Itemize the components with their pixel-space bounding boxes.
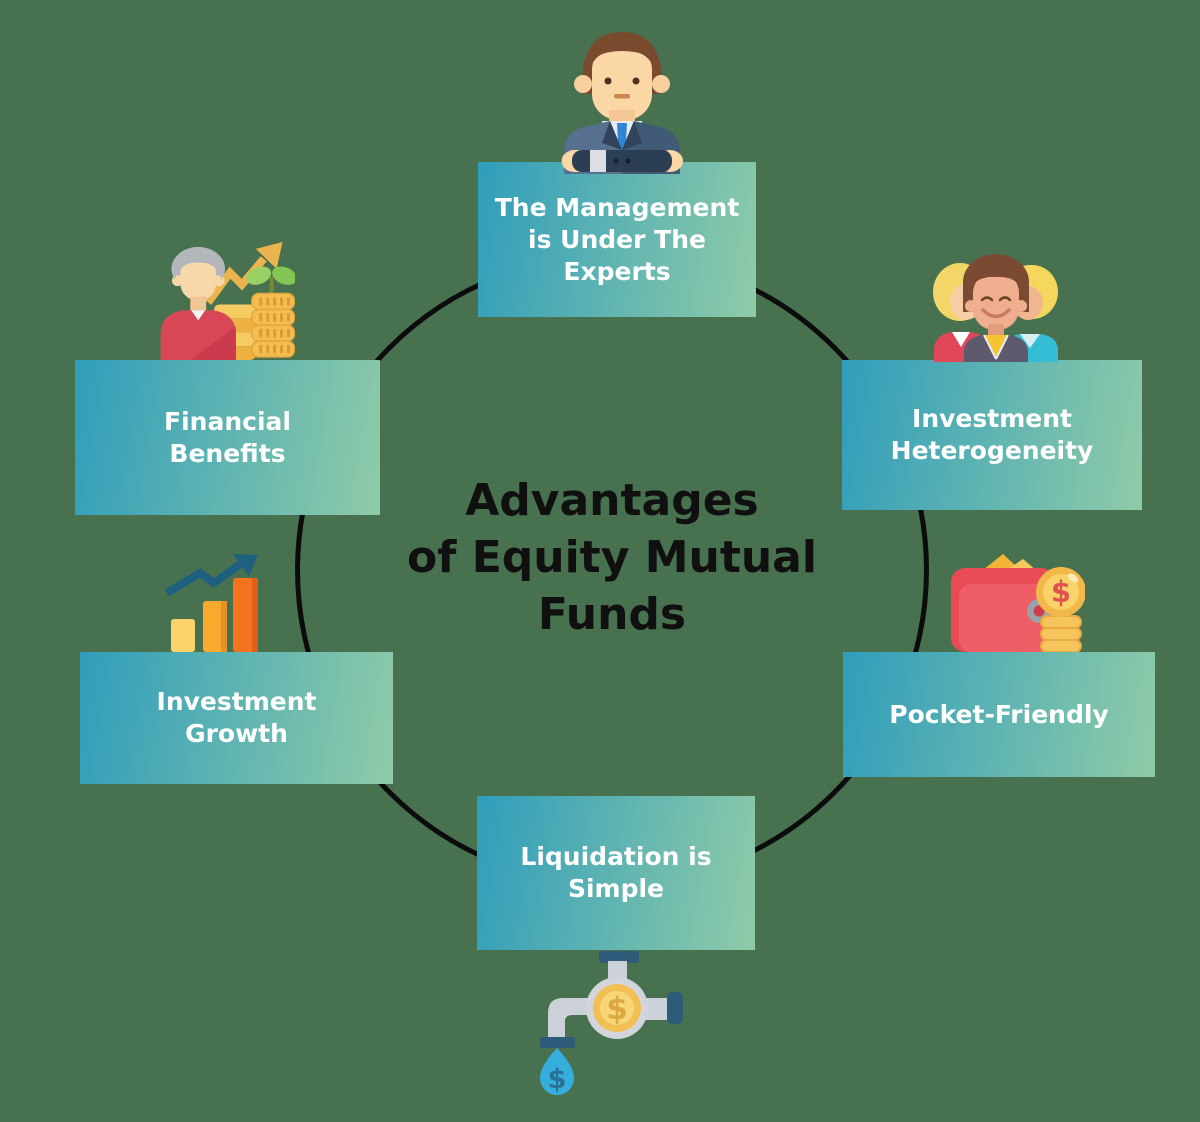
box-investment-heterogeneity-label: Investment Heterogeneity — [890, 404, 1094, 465]
box-financial-benefits: Financial Benefits — [75, 360, 380, 515]
box-pocket-friendly-label: Pocket-Friendly — [889, 699, 1109, 729]
box-management: The Management is Under The Experts — [478, 162, 756, 317]
money-faucet-icon: $ $ — [540, 951, 683, 1095]
main-title: Advantages of Equity Mutual Funds — [407, 475, 817, 641]
people-group-icon — [933, 254, 1058, 362]
faucet-coin-dollar: $ — [606, 991, 628, 1027]
box-liquidation: Liquidation is Simple — [477, 796, 755, 950]
box-management-label: The Management is Under The Experts — [494, 192, 740, 286]
box-investment-growth: Investment Growth — [80, 652, 393, 784]
businessman-icon — [561, 32, 683, 174]
bar-chart-growth-icon — [164, 554, 258, 652]
box-investment-heterogeneity: Investment Heterogeneity — [842, 360, 1142, 510]
box-financial-benefits-label: Financial Benefits — [164, 406, 291, 468]
box-pocket-friendly: Pocket-Friendly — [843, 652, 1155, 777]
box-liquidation-label: Liquidation is Simple — [520, 842, 712, 903]
retiree-savings-icon — [160, 241, 295, 360]
box-investment-growth-label: Investment Growth — [156, 687, 317, 748]
wallet-coin-dollar: $ — [1051, 575, 1071, 609]
wallet-coins-icon: $ — [951, 554, 1085, 652]
water-drop-dollar: $ — [548, 1064, 567, 1095]
